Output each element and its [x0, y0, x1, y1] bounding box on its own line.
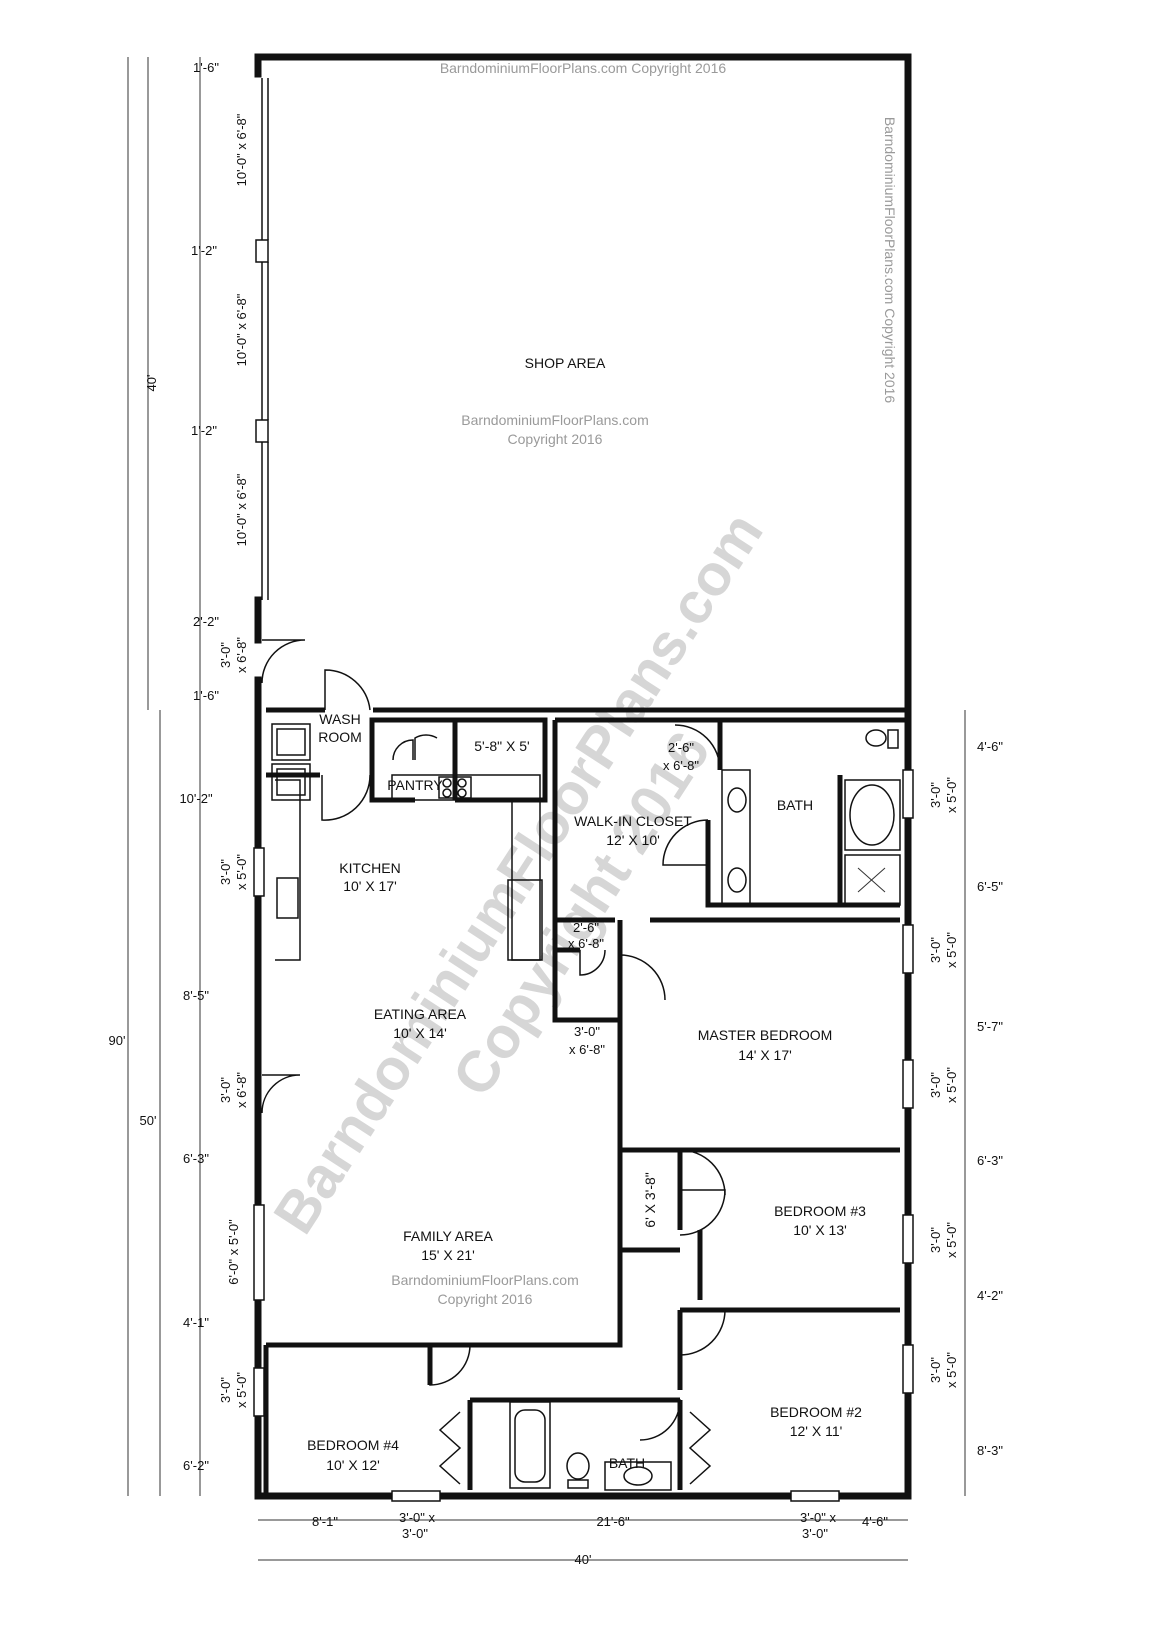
door-swings	[261, 669, 726, 1485]
master-bath-label: BATH	[777, 797, 813, 813]
right-dim-2: 6'-5"	[977, 879, 1003, 894]
pantry-label: PANTRY	[387, 777, 443, 793]
bottom-window2-line2: 3'-0"	[802, 1526, 828, 1541]
hall-bath-label: BATH	[609, 1455, 645, 1471]
house-left-window3-line2: x 5'-0"	[234, 1372, 249, 1408]
right-window4-line2: x 5'-0"	[944, 1222, 959, 1258]
master-closet-door-size-line2: x 6'-8"	[568, 936, 604, 951]
house-left-dim-4: 4'-1"	[183, 1315, 209, 1330]
master-closet-door-size-line1: 2'-6"	[573, 920, 599, 935]
top-watermark: BarndominiumFloorPlans.com Copyright 201…	[440, 60, 727, 76]
dimension-lines	[127, 57, 966, 1561]
right-window3-line2: x 5'-0"	[944, 1067, 959, 1103]
walk-in-closet-label: WALK-IN CLOSET	[574, 813, 692, 829]
bottom-dim-2: 21'-6"	[596, 1514, 630, 1529]
shop-door1-size: 10'-0" x 6'-8"	[234, 113, 249, 186]
shop-overhead-doors	[254, 78, 306, 684]
shop-watermark-year: Copyright 2016	[508, 431, 603, 447]
shop-dim-4: 2'-2"	[193, 614, 219, 629]
right-window4-line1: 3'-0"	[928, 1227, 943, 1253]
house-watermark-site: BarndominiumFloorPlans.com	[391, 1272, 579, 1288]
bottom-window2-line1: 3'-0" x	[800, 1510, 836, 1525]
right-dim-6: 8'-3"	[977, 1443, 1003, 1458]
right-dim-5: 4'-2"	[977, 1288, 1003, 1303]
left-dim-shop-depth: 40'	[144, 375, 159, 392]
shop-door2-size: 10'-0" x 6'-8"	[234, 293, 249, 366]
bedroom2-size: 12' X 11'	[790, 1423, 843, 1439]
family-area-size: 15' X 21'	[421, 1247, 475, 1263]
house-left-window1-line1: 3'-0"	[218, 859, 233, 885]
storage-size: 5'-8" X 5'	[474, 738, 529, 754]
bottom-dim-1: 8'-1"	[312, 1514, 338, 1529]
shop-dim-2: 1'-2"	[191, 243, 217, 258]
right-window1-line1: 3'-0"	[928, 782, 943, 808]
right-window2-line2: x 5'-0"	[944, 932, 959, 968]
left-dim-total-depth: 90'	[109, 1033, 126, 1048]
house-left-door-line1: 3'-0"	[218, 1077, 233, 1103]
right-window5-line2: x 5'-0"	[944, 1352, 959, 1388]
wash-room-label-line1: WASH	[319, 711, 360, 727]
closet-door-size-line1: 2'-6"	[668, 740, 694, 755]
shop-dim-5: 1'-6"	[193, 688, 219, 703]
bottom-dim-3: 4'-6"	[862, 1514, 888, 1529]
master-bedroom-label: MASTER BEDROOM	[698, 1027, 833, 1043]
master-door-size-line2: x 6'-8"	[569, 1042, 605, 1057]
bedroom3-label: BEDROOM #3	[774, 1203, 866, 1219]
kitchen-label: KITCHEN	[339, 860, 400, 876]
right-window5-line1: 3'-0"	[928, 1357, 943, 1383]
wash-room-label-line2: ROOM	[318, 729, 362, 745]
bottom-window1-line2: 3'-0"	[402, 1526, 428, 1541]
shop-dim-3: 1'-2"	[191, 423, 217, 438]
bottom-window1-line1: 3'-0" x	[399, 1510, 435, 1525]
house-watermark-year: Copyright 2016	[438, 1291, 533, 1307]
right-dim-1: 4'-6"	[977, 739, 1003, 754]
house-left-dim-2: 8'-5"	[183, 988, 209, 1003]
right-dim-3: 5'-7"	[977, 1019, 1003, 1034]
house-left-dim-1: 10'-2"	[179, 791, 213, 806]
bedroom4-label: BEDROOM #4	[307, 1437, 399, 1453]
fixtures	[271, 723, 901, 1491]
shop-dim-1: 1'-6"	[193, 60, 219, 75]
side-watermark: BarndominiumFloorPlans.com Copyright 201…	[882, 117, 898, 404]
interior-walls	[263, 717, 908, 1496]
shop-area-label: SHOP AREA	[525, 355, 606, 371]
right-window2-line1: 3'-0"	[928, 937, 943, 963]
shop-entry-door-line2: x 6'-8"	[234, 637, 249, 673]
house-left-window1-line2: x 5'-0"	[234, 854, 249, 890]
eating-area-label: EATING AREA	[374, 1006, 467, 1022]
house-left-window3-line1: 3'-0"	[218, 1377, 233, 1403]
walk-in-closet-size: 12' X 10'	[606, 832, 660, 848]
right-window1-line2: x 5'-0"	[944, 777, 959, 813]
shop-door3-size: 10'-0" x 6'-8"	[234, 473, 249, 546]
eating-area-size: 10' X 14'	[393, 1025, 447, 1041]
master-bedroom-size: 14' X 17'	[738, 1047, 792, 1063]
right-dim-4: 6'-3"	[977, 1153, 1003, 1168]
master-door-size-line1: 3'-0"	[574, 1024, 600, 1039]
closet-hall-size: 6' X 3'-8"	[642, 1172, 658, 1227]
bedroom2-label: BEDROOM #2	[770, 1404, 862, 1420]
closet-door-size-line2: x 6'-8"	[663, 758, 699, 773]
house-left-door-line2: x 6'-8"	[234, 1072, 249, 1108]
family-area-label: FAMILY AREA	[403, 1228, 493, 1244]
windows	[253, 769, 914, 1502]
shop-watermark-site: BarndominiumFloorPlans.com	[461, 412, 649, 428]
bedroom3-size: 10' X 13'	[793, 1222, 847, 1238]
house-left-window2-size: 6'-0" x 5'-0"	[226, 1219, 241, 1285]
bedroom4-size: 10' X 12'	[326, 1457, 380, 1473]
bottom-dim-total: 40'	[575, 1552, 592, 1567]
right-window3-line1: 3'-0"	[928, 1072, 943, 1098]
house-left-dim-3: 6'-3"	[183, 1151, 209, 1166]
left-dim-house-depth: 50'	[140, 1113, 157, 1128]
kitchen-size: 10' X 17'	[343, 878, 397, 894]
house-left-dim-5: 6'-2"	[183, 1458, 209, 1473]
shop-entry-door-line1: 3'-0"	[218, 642, 233, 668]
